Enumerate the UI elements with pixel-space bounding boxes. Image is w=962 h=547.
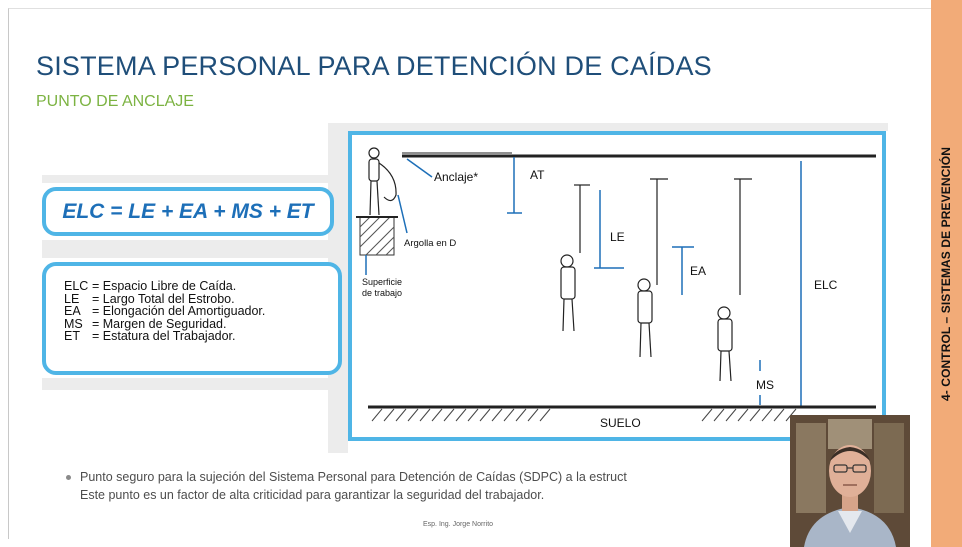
work-platform	[356, 216, 398, 256]
bullet-text: Punto seguro para la sujeción del Sistem…	[66, 468, 790, 504]
definition-row: LE = Largo Total del Estrobo.	[64, 291, 338, 306]
definition-row: ET = Estatura del Trabajador.	[64, 330, 338, 343]
side-bar	[931, 0, 962, 547]
label-superficie: Superficie	[362, 277, 402, 287]
definition-text: = Margen de Seguridad.	[92, 316, 227, 331]
hanging-worker-2	[637, 178, 668, 358]
paper-background	[42, 378, 342, 390]
label-le: LE	[610, 230, 625, 244]
side-section-label: 4- CONTROL – SISTEMAS DE PREVENCIÓN	[939, 147, 953, 401]
fall-arrest-diagram: Anclaje* AT Argolla en D Superficie de t…	[348, 131, 886, 441]
bullet-line-1: Punto seguro para la sujeción del Sistem…	[80, 470, 627, 484]
definition-row: EA = Elongación del Amortiguador.	[64, 305, 338, 318]
definition-row: ELC= Espacio Libre de Caída.	[64, 280, 338, 293]
paper-background	[348, 123, 888, 131]
presenter-video	[790, 415, 910, 547]
diagram-svg: Anclaje* AT Argolla en D Superficie de t…	[356, 147, 876, 430]
bullet-dot	[66, 475, 71, 480]
definition-text: = Estatura del Trabajador.	[92, 329, 236, 343]
label-suelo: SUELO	[600, 416, 641, 430]
label-argolla: Argolla en D	[404, 238, 456, 249]
label-ea: EA	[690, 264, 706, 278]
footer-author: Esp. Ing. Jorge Norrito	[423, 521, 494, 528]
definition-text: = Espacio Libre de Caída.	[92, 279, 237, 293]
definition-abbr: MS	[64, 316, 83, 331]
definition-text: = Elongación del Amortiguador.	[92, 304, 266, 318]
label-at: AT	[530, 168, 545, 182]
paper-background	[42, 240, 342, 258]
definition-abbr: ELC	[64, 279, 89, 293]
slide-subtitle: PUNTO DE ANCLAJE	[36, 93, 194, 110]
argolla-arrow	[397, 194, 408, 234]
definition-abbr: ET	[64, 329, 80, 343]
definitions-card: ELC= Espacio Libre de Caída. LE = Largo T…	[42, 262, 342, 375]
bullet-line-2: Este punto es un factor de alta criticid…	[80, 488, 545, 502]
equation-card: ELC = LE + EA + MS + ET	[42, 187, 334, 236]
worker-on-platform	[368, 147, 397, 216]
hanging-worker-1	[560, 184, 590, 332]
equation-text: ELC = LE + EA + MS + ET	[62, 200, 314, 223]
definition-text: = Largo Total del Estrobo.	[92, 291, 235, 306]
label-elc: ELC	[814, 278, 838, 292]
definition-abbr: EA	[64, 304, 81, 318]
label-ms: MS	[756, 378, 774, 392]
ground-hatch	[371, 408, 797, 422]
definition-row: MS = Margen de Seguridad.	[64, 316, 338, 331]
anchor-arrow	[406, 158, 433, 178]
paper-background	[42, 175, 342, 183]
label-trabajo: de trabajo	[362, 288, 402, 298]
label-anclaje: Anclaje*	[434, 170, 478, 184]
slide-title: SISTEMA PERSONAL PARA DETENCIÓN DE CAÍDA…	[36, 51, 712, 81]
presenter-webcam	[790, 415, 910, 547]
definition-abbr: LE	[64, 291, 80, 306]
hanging-worker-3	[717, 178, 752, 382]
